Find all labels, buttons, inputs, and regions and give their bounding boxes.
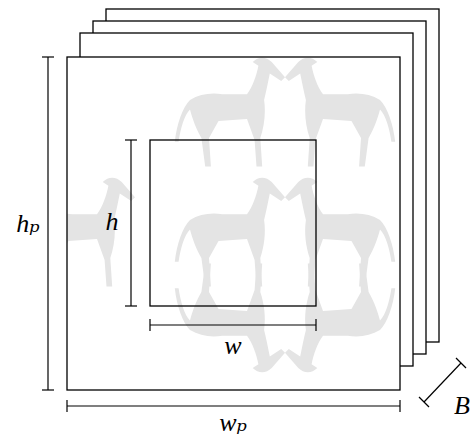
horse-watermark (67, 58, 395, 373)
dimension-label: wₚ (219, 410, 247, 436)
front-frame (67, 57, 400, 390)
dimension-label: h (106, 209, 119, 235)
crop-box (150, 140, 316, 306)
dimension-label: B (454, 393, 470, 419)
dimension-label: w (224, 333, 241, 359)
front-frame-ground (67, 57, 400, 390)
dimension-lines (42, 57, 466, 412)
dimension-label: hₚ (16, 211, 39, 237)
